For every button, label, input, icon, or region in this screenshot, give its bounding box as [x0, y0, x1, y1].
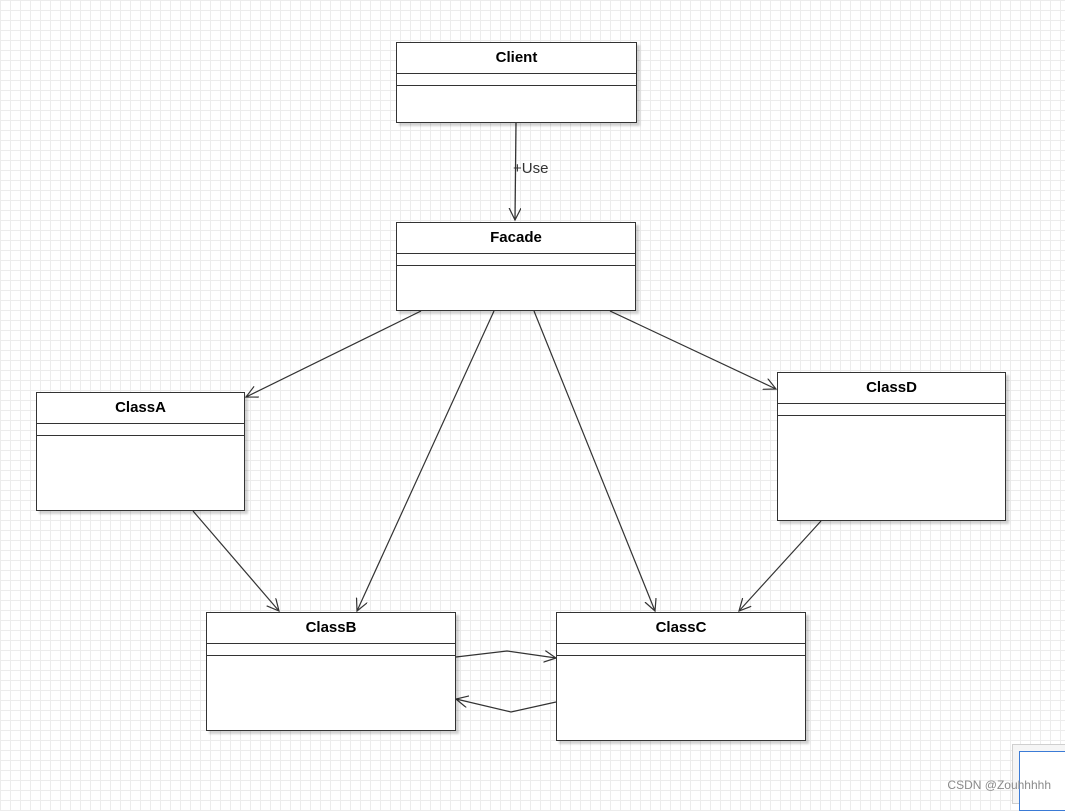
class-name: ClassA	[115, 399, 166, 416]
class-name: ClassD	[866, 379, 917, 396]
divider	[397, 253, 635, 254]
attributes-section	[397, 254, 635, 265]
class-name: Client	[495, 49, 538, 66]
class-name: Facade	[490, 229, 542, 246]
edge-classc-classb[interactable]	[456, 699, 557, 713]
edge-classa-classb[interactable]	[192, 510, 279, 611]
divider	[207, 655, 455, 656]
attributes-section	[207, 644, 455, 655]
divider	[557, 655, 805, 656]
divider	[37, 435, 244, 436]
class-classc[interactable]: ClassC	[556, 612, 806, 741]
divider	[397, 265, 635, 266]
edge-client-facade[interactable]	[515, 121, 516, 220]
attributes-section	[778, 404, 1005, 415]
class-name: ClassB	[305, 619, 357, 636]
edge-facade-classa[interactable]	[246, 310, 422, 397]
edge-classd-classc[interactable]	[739, 520, 822, 611]
attributes-section	[397, 74, 636, 85]
class-name: ClassC	[655, 619, 707, 636]
outline-panel[interactable]	[1012, 744, 1065, 811]
edge-facade-classc[interactable]	[533, 310, 655, 611]
edge-facade-classb[interactable]	[357, 310, 495, 611]
watermark: CSDN @Zouhhhhh	[947, 778, 1051, 792]
class-classa[interactable]: ClassA	[36, 392, 245, 511]
divider	[37, 423, 244, 424]
divider	[397, 73, 636, 74]
attributes-section	[37, 424, 244, 435]
edge-label-use: +Use	[513, 160, 549, 177]
divider	[778, 403, 1005, 404]
divider	[397, 85, 636, 86]
class-classd[interactable]: ClassD	[777, 372, 1006, 521]
divider	[207, 643, 455, 644]
edge-classb-classc[interactable]	[455, 651, 556, 658]
attributes-section	[557, 644, 805, 655]
class-client[interactable]: Client	[396, 42, 637, 123]
divider	[778, 415, 1005, 416]
class-classb[interactable]: ClassB	[206, 612, 456, 731]
class-facade[interactable]: Facade	[396, 222, 636, 311]
divider	[557, 643, 805, 644]
edge-facade-classd[interactable]	[609, 310, 776, 389]
